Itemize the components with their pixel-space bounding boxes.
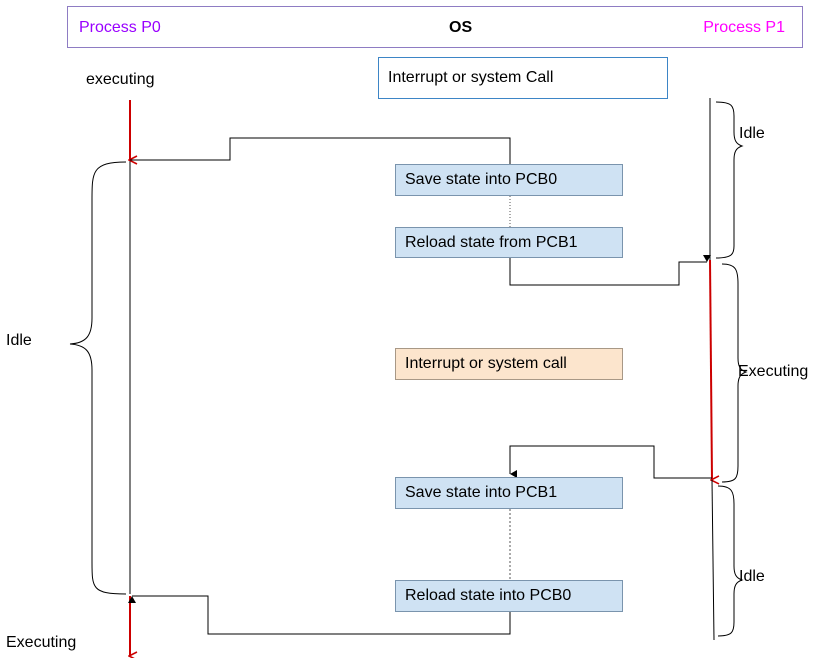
label-idle-right-top: Idle bbox=[739, 125, 765, 142]
connector-p0-to-os bbox=[130, 137, 511, 164]
save-pcb1-box: Save state into PCB1 bbox=[395, 477, 623, 509]
reload-pcb1-box: Reload state from PCB1 bbox=[395, 227, 623, 258]
label-idle-left: Idle bbox=[6, 332, 32, 349]
p1-idle-timeline-bottom bbox=[711, 479, 715, 641]
save-pcb0-box: Save state into PCB0 bbox=[395, 164, 623, 196]
label-executing-top-left: executing bbox=[86, 71, 155, 88]
interrupt-top-box: Interrupt or system Call bbox=[378, 57, 668, 99]
label-idle-right-bottom: Idle bbox=[739, 568, 765, 585]
connector-os-to-p1 bbox=[509, 255, 711, 286]
os-title: OS bbox=[449, 19, 473, 36]
brace-executing-right bbox=[721, 263, 748, 483]
p1-executing-arrow bbox=[709, 259, 712, 480]
brace-idle-left bbox=[69, 161, 127, 595]
interrupt-mid-box: Interrupt or system call bbox=[395, 348, 623, 380]
brace-idle-right-bottom bbox=[717, 485, 744, 637]
header-bar: Process P0 OS Process P1 bbox=[67, 6, 803, 48]
connector-p1-to-os bbox=[509, 445, 712, 479]
label-executing-bottom-left: Executing bbox=[6, 634, 77, 651]
connector-os-to-p0 bbox=[128, 595, 511, 635]
process-p0-title: Process P0 bbox=[79, 19, 161, 36]
brace-idle-right-top bbox=[715, 101, 744, 259]
label-executing-right: Executing bbox=[738, 363, 809, 380]
process-p1-title: Process P1 bbox=[703, 19, 785, 36]
reload-pcb0-box: Reload state into PCB0 bbox=[395, 580, 623, 612]
